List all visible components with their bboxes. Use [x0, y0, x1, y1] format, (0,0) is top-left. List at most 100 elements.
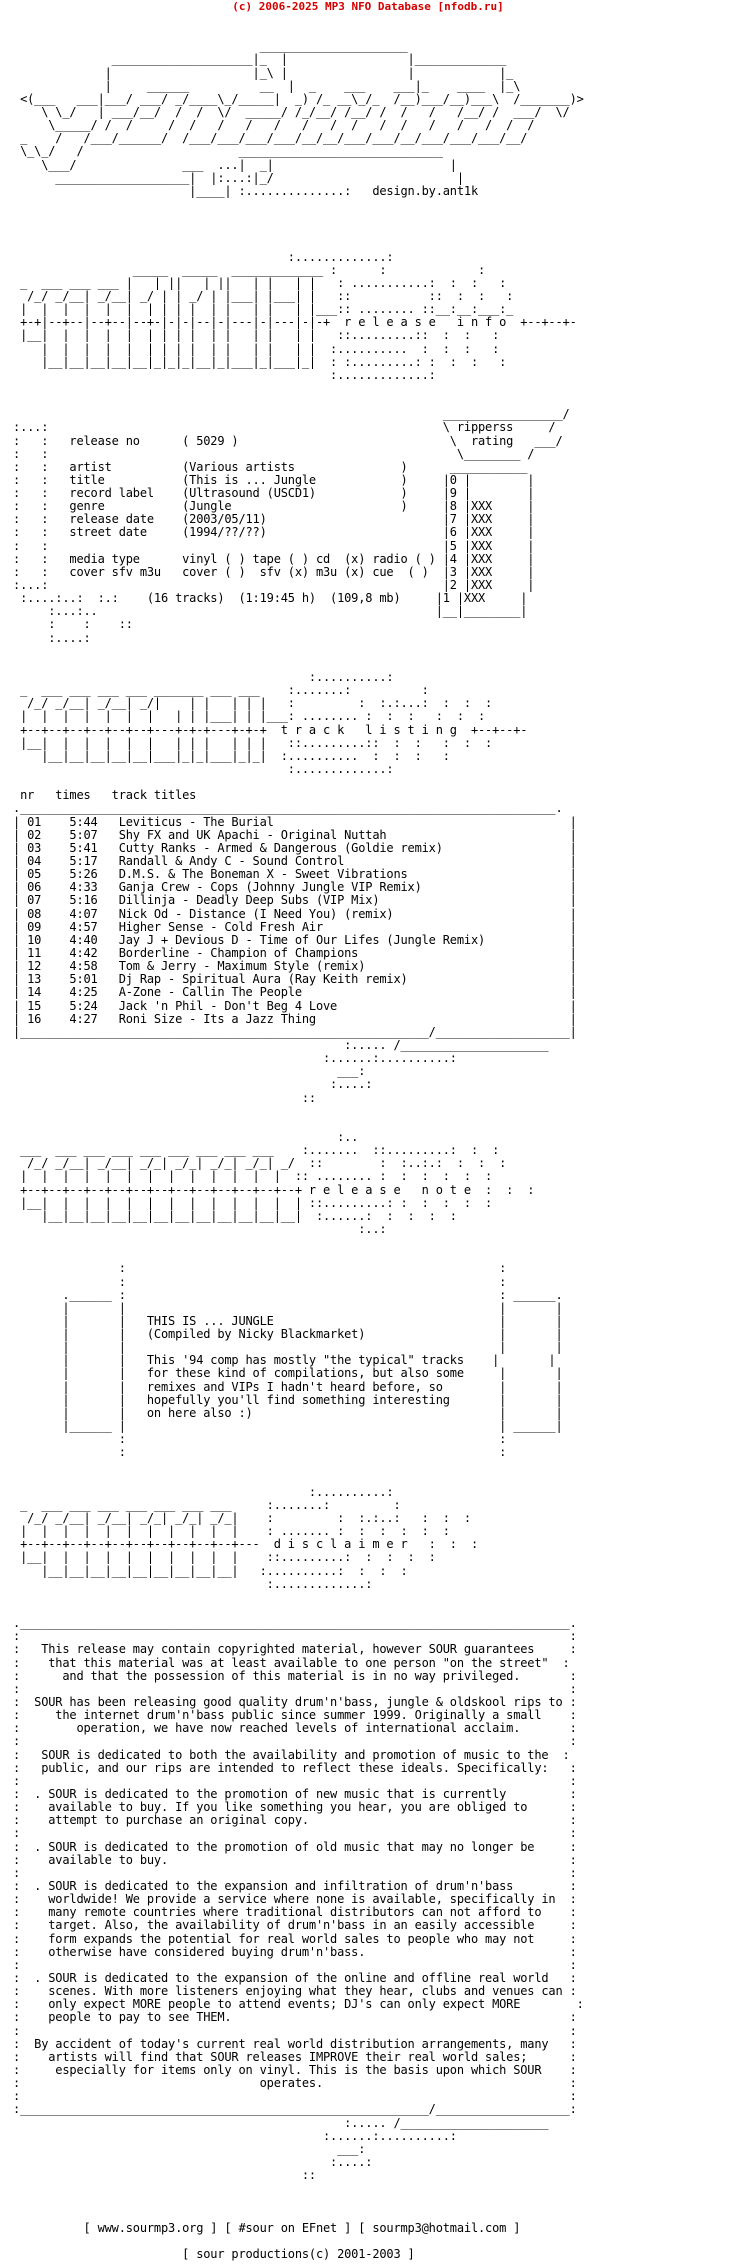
nfo-line: : : cover sfv m3u cover ( ) sfv (x) m3u … [6, 564, 535, 579]
nfo-line: : attempt to purchase an original copy. … [6, 1813, 577, 1828]
nfo-line: | 13 5:01 Dj Rap - Spiritual Aura (Ray K… [6, 972, 577, 987]
nfo-line: : : [6, 2023, 577, 2038]
nfo-line: : SOUR is dedicated to both the availabi… [6, 1747, 570, 1762]
nfo-line: ___________________| |:...:|_/ | [6, 170, 464, 185]
nfo-line: /_/ _/__| _/__| _/_| _/_| _/_| : : :.:..… [6, 1511, 471, 1526]
nfo-line: : : :: [6, 617, 133, 632]
nfo-line [6, 198, 584, 211]
nfo-line: :....: [6, 630, 91, 645]
nfo-line: |______ | | ______| [6, 1419, 563, 1434]
nfo-line [6, 211, 584, 224]
nfo-line: : : [6, 1432, 507, 1447]
nfo-line: ._______________________________________… [6, 801, 563, 816]
nfo-line: : public, and our rips are intended to r… [6, 1760, 577, 1775]
nfo-line: : This release may contain copyrighted m… [6, 1642, 577, 1657]
nfo-line: : operation, we have now reached levels … [6, 1721, 577, 1736]
nfo-line: : By accident of today's current real wo… [6, 2036, 577, 2051]
nfo-line: : scenes. With more listeners enjoying w… [6, 1984, 577, 1999]
nfo-line: \___/ ___ ...| _| | [6, 157, 457, 172]
nfo-line: : : [6, 1773, 577, 1788]
nfo-line: : : [6, 1274, 507, 1289]
nfo-line: :_______________________________________… [6, 2102, 577, 2117]
nfo-line: : : artist (Various artists ) __________… [6, 459, 528, 474]
nfo-line [6, 1118, 584, 1131]
nfo-line: +--+--+--+--+--+--+--+--+--+--+--- d i s… [6, 1537, 478, 1552]
nfo-line: :...: |2 |XXX | [6, 578, 535, 593]
nfo-line: :..... /_____________________ [6, 2115, 549, 2130]
nfo-line: _ / /___/______/ /___/___/___/___/__/__/… [6, 131, 528, 146]
nfo-line: :.............: [6, 762, 394, 777]
nfo-line: : the internet drum'n'bass public since … [6, 1708, 577, 1723]
nfo-line: | 06 4:33 Ganja Crew - Cops (Johnny Jung… [6, 880, 577, 895]
nfo-line: | 02 5:07 Shy FX and UK Apachi - Origina… [6, 827, 577, 842]
nfo-line: _____ _____ _____________ : : : [6, 262, 486, 277]
nfo-line: : . SOUR is dedicated to the expansion a… [6, 1878, 577, 1893]
nfo-line: : : [6, 1629, 577, 1644]
nfo-line: :......:..........: [6, 1051, 457, 1066]
nfo-line: | | | | | | | | | | | | | | | :.........… [6, 341, 500, 356]
nfo-line: | 10 4:40 Jay J + Devious D - Time of Ou… [6, 932, 577, 947]
nfo-line: : : release no ( 5029 ) \ rating ___/ [6, 433, 563, 448]
nfo-line: | | | | | | | | | | | | | :: ........ : … [6, 1169, 493, 1184]
nfo-line: .______ : : ______. [6, 1287, 563, 1302]
nfo-line: nr times track titles [6, 788, 197, 803]
nfo-line: |__| | | | | | | | | | | | | ::.........… [6, 1195, 493, 1210]
nfo-line [6, 1591, 584, 1604]
nfo-line: +--+--+--+--+--+--+---+-+-+---+-+-+ t r … [6, 722, 528, 737]
nfo-line: : : [6, 2089, 577, 2104]
nfo-line: : : [6, 1681, 577, 1696]
nfo-line [6, 2208, 584, 2221]
nfo-line [6, 14, 584, 27]
nfo-line: | | | | | | | | | | | | | | | |___:: ...… [6, 302, 514, 317]
nfo-line: :..........: [6, 670, 394, 685]
nfo-line: |__|__|__|__|__|_|_|_|__|_|___|_|___|_| … [6, 354, 507, 369]
nfo-line: :.............: [6, 249, 394, 264]
nfo-line: : . SOUR is dedicated to the promotion o… [6, 1839, 577, 1854]
nfo-line: <(___ ___|___/ ___/ _/____\_/_____| _) /… [6, 91, 584, 106]
nfo-line: | 05 5:26 D.M.S. & The Boneman X - Sweet… [6, 867, 577, 882]
nfo-line: : available to buy. If you like somethin… [6, 1800, 577, 1815]
nfo-line: :....: [6, 2154, 373, 2169]
nfo-line: : : \________ / [6, 446, 549, 461]
nfo-line: : that this material was at least availa… [6, 1655, 570, 1670]
nfo-line: | | This '94 comp has mostly "the typica… [6, 1353, 556, 1368]
nfo-line: : : [6, 1261, 507, 1276]
nfo-line: : : [6, 1826, 577, 1841]
nfo-line: | 12 4:58 Tom & Jerry - Maximum Style (r… [6, 959, 577, 974]
nfo-line: :: [6, 2168, 316, 2183]
nfo-line: : : [6, 1865, 577, 1880]
nfo-line: |__|__|__|__|__|__|__|__|__| :..........… [6, 1563, 408, 1578]
nfo-line: [ sour productions(c) 2001-2003 ] [6, 2246, 415, 2261]
nfo-line: :.............: [6, 1576, 373, 1591]
nfo-line: _____________________ [6, 39, 408, 54]
nfo-line: _________________/ [6, 407, 570, 422]
nfo-line: :...: \ ripperss / [6, 420, 556, 435]
nfo-line: : form expands the potential for real wo… [6, 1931, 577, 1946]
nfo-line: : : street date (1994/??/??) |6 |XXX | [6, 525, 535, 540]
nfo-line: : and that the possession of this materi… [6, 1668, 577, 1683]
nfo-line: |__| | | | | | | | | | | | ::.........::… [6, 735, 493, 750]
nfo-line: :.............: [6, 367, 436, 382]
nfo-line: | 14 4:25 A-Zone - Callin The People | [6, 985, 577, 1000]
nfo-line: | | | | [6, 1340, 563, 1355]
nfo-line: :..........: [6, 1484, 394, 1499]
nfo-line: | | | | | | | | | | | : ....... : : : : … [6, 1524, 450, 1539]
nfodb-header-banner: (c) 2006-2025 MP3 NFO Database [nfodb.ru… [232, 0, 504, 13]
nfo-line: : . SOUR is dedicated to the promotion o… [6, 1786, 577, 1801]
nfo-line: : : |5 |XXX | [6, 538, 535, 553]
nfo-line: : artists will find that SOUR releases I… [6, 2049, 577, 2064]
nfo-line: | | hopefully you'll find something inte… [6, 1392, 563, 1407]
nfo-line: |_______________________________________… [6, 1024, 577, 1039]
nfo-line: : worldwide! We provide a service where … [6, 1892, 577, 1907]
nfo-line: : . SOUR is dedicated to the expansion o… [6, 1970, 577, 1985]
nfo-line: :....:..: :.: (16 tracks) (1:19:45 h) (1… [6, 591, 528, 606]
nfo-line [6, 645, 584, 658]
nfo-line [6, 2182, 584, 2195]
nfo-line [6, 224, 584, 237]
nfo-line: : : [6, 1734, 577, 1749]
nfo-line: | | THIS IS ... JUNGLE | | [6, 1313, 563, 1328]
nfo-line: :......:..........: [6, 2128, 457, 2143]
nfo-line: /_/ _/__| _/__| _/_| _/_| _/_| _/_| _/ :… [6, 1156, 507, 1171]
nfo-line: \_____/ / / / / / / / / / / / / / / / / … [6, 118, 535, 133]
nfo-line: \ \_/ | ___/__/ / / \/ _____/ /_/__/ /__… [6, 104, 570, 119]
